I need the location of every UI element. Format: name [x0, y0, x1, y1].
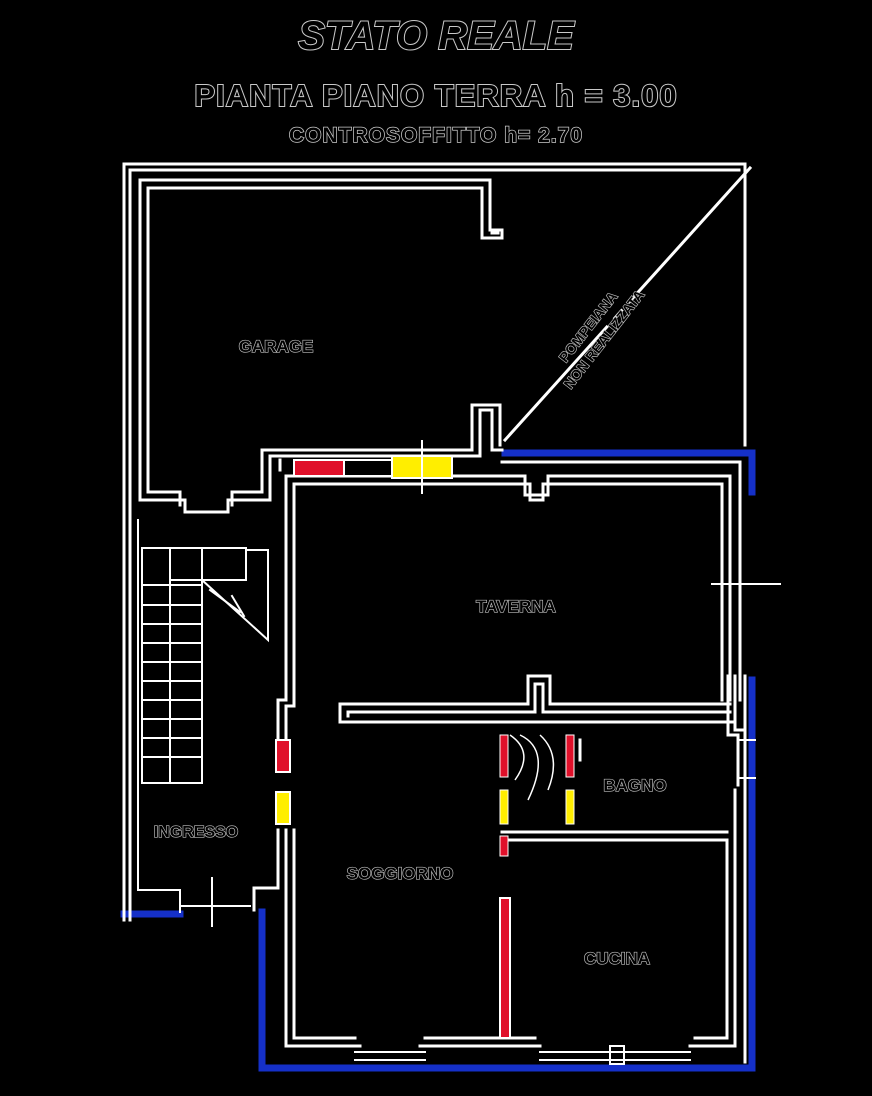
outer-boundary [122, 162, 747, 1064]
external-wall-highlight [120, 449, 756, 1072]
room-label-garage: GARAGE [239, 337, 314, 356]
lower-walls [252, 698, 737, 1048]
red-wall-mark-cucina [499, 897, 511, 1039]
plan-subtitle: PIANTA PIANO TERRA h = 3.00 [193, 77, 678, 114]
garage-walls [138, 178, 504, 514]
red-wall-mark-bagno-2 [565, 734, 575, 778]
bottom-windows [354, 1045, 691, 1065]
ceiling-height-note: CONTROSOFFITTO h= 2.70 [288, 123, 584, 148]
room-label-cucina: CUCINA [584, 949, 650, 968]
modification-marks [275, 440, 575, 1039]
red-wall-mark [293, 459, 345, 477]
staircase [129, 519, 269, 913]
red-wall-mark-left [275, 739, 291, 773]
room-label-taverna: TAVERNA [476, 597, 556, 616]
yellow-wall-mark-bagno-1 [499, 789, 509, 825]
room-label-soggiorno: SOGGIORNO [347, 864, 454, 883]
pompeiana-diagonal [502, 165, 753, 443]
taverna-partition [338, 674, 747, 787]
room-label-ingresso: INGRESSO [154, 824, 238, 841]
yellow-wall-mark-left [275, 791, 291, 825]
yellow-wall-mark-bagno-2 [565, 789, 575, 825]
taverna-walls [278, 458, 742, 708]
door-marks [179, 583, 781, 927]
door-swing [509, 734, 555, 801]
white-lintel [343, 459, 393, 477]
red-wall-mark-bagno-1 [499, 734, 509, 778]
room-label-bagno: BAGNO [603, 776, 666, 795]
plan-title: STATO REALE [297, 13, 575, 59]
pompeiana-annotation: POMPEIANA NON REALIZZATA [555, 286, 648, 392]
red-wall-mark-bagno-3 [499, 835, 509, 857]
